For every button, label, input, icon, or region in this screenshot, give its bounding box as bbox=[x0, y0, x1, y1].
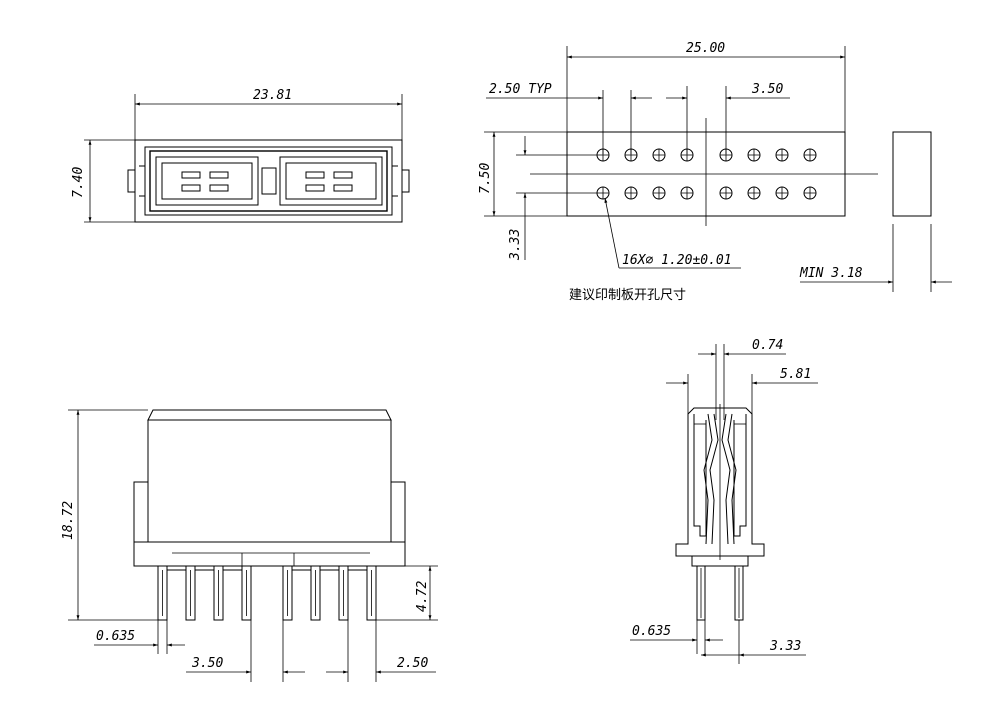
front-group-gap-dim: 3.50 bbox=[191, 656, 223, 671]
side-top-dim: 0.74 bbox=[752, 338, 783, 353]
top-view: 23.81 7.40 bbox=[71, 88, 410, 223]
top-height-dim: 7.40 bbox=[71, 167, 86, 198]
pcb-hole-note: 16X⌀ 1.20±0.01 bbox=[622, 253, 732, 268]
pcb-width-dim: 25.00 bbox=[686, 41, 725, 56]
pcb-caption: 建议印制板开孔尺寸 bbox=[569, 288, 686, 303]
side-width-dim: 5.81 bbox=[780, 367, 811, 382]
pcb-gap-dim: 3.50 bbox=[751, 82, 783, 97]
pcb-edge-offset-dim: 3.33 bbox=[508, 229, 523, 261]
side-view: 0.74 5.81 0.635 bbox=[630, 338, 818, 664]
pcb-pitch-dim: 2.50 TYP bbox=[489, 82, 552, 97]
front-pins bbox=[157, 565, 377, 621]
front-view: 18.72 4.72 0.635 bbox=[61, 409, 438, 682]
side-pin-spacing-dim: 3.33 bbox=[769, 639, 801, 654]
pcb-row-spacing-dim: 7.50 bbox=[478, 163, 493, 194]
pcb-hole-row-top bbox=[596, 148, 817, 162]
top-width-dim: 23.81 bbox=[253, 88, 292, 103]
pcb-min-dim: MIN 3.18 bbox=[799, 266, 863, 281]
front-pin-width-dim: 0.635 bbox=[96, 629, 135, 644]
pcb-layout-view: 25.00 2.50 TYP 3.50 bbox=[478, 41, 952, 303]
front-pin-length-dim: 4.72 bbox=[415, 581, 430, 612]
pcb-hole-row-bottom bbox=[596, 186, 817, 200]
side-pin-width-dim: 0.635 bbox=[632, 624, 671, 639]
front-pitch-dim: 2.50 bbox=[397, 656, 428, 671]
front-height-dim: 18.72 bbox=[61, 501, 76, 540]
